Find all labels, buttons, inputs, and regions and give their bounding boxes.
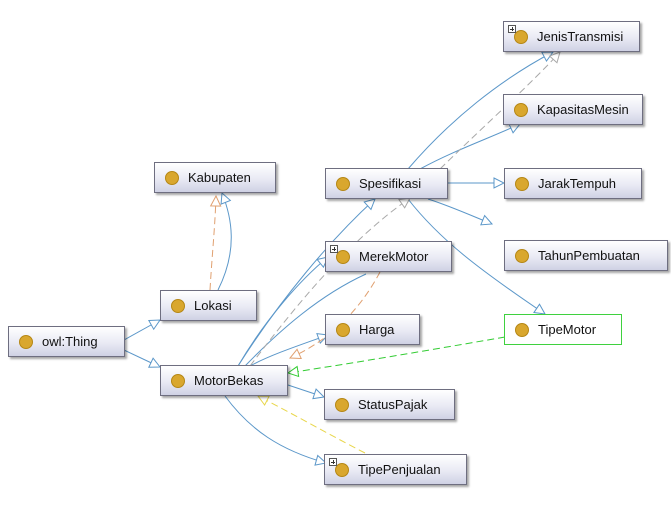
class-dot-icon: [515, 176, 529, 191]
edge-motorbekas-spesifikasi: [237, 199, 375, 367]
class-dot-icon: [335, 462, 349, 477]
class-dot-icon: [515, 322, 529, 337]
node-jaraktempuh[interactable]: JarakTempuh: [504, 168, 642, 199]
class-dot-icon: [336, 249, 350, 264]
edge-spesifikasi-jenistransmisi: [407, 52, 553, 170]
node-statuspajak[interactable]: StatusPajak: [324, 389, 455, 420]
node-kapasitasmesin[interactable]: KapasitasMesin: [503, 94, 643, 125]
edge-motorbekas-merekmotor-2: [244, 273, 367, 367]
class-dot-icon: [171, 373, 185, 388]
node-tahunpembuatan[interactable]: TahunPembuatan: [504, 240, 668, 271]
node-label: Spesifikasi: [359, 176, 422, 191]
expand-plus-icon[interactable]: [508, 25, 516, 33]
node-motorbekas[interactable]: MotorBekas: [160, 365, 288, 396]
node-label: MerekMotor: [359, 249, 429, 264]
node-label: Kabupaten: [188, 170, 251, 185]
node-label: JarakTempuh: [538, 176, 617, 191]
edge-spesifikasi-tipemotor: [407, 198, 545, 314]
edge-thing-motorbekas: [123, 349, 160, 367]
edge-merekmotor-harga-property: [290, 271, 381, 358]
node-owl-thing[interactable]: owl:Thing: [8, 326, 125, 357]
edge-spesifikasi-kapasitasmesin: [419, 124, 520, 170]
node-tipemotor[interactable]: TipeMotor: [504, 314, 622, 345]
node-label: JenisTransmisi: [537, 29, 624, 44]
node-spesifikasi[interactable]: Spesifikasi: [325, 168, 448, 199]
edge-motorbekas-tipepenjualan: [224, 395, 326, 463]
edge-lokasi-kabupaten-property: [209, 196, 216, 291]
node-jenistransmisi[interactable]: JenisTransmisi: [503, 21, 640, 52]
edge-spesifikasi-tahunpembuatan: [427, 198, 492, 224]
edge-motorbekas-statuspajak: [287, 384, 324, 397]
class-dot-icon: [515, 248, 529, 263]
expand-plus-icon[interactable]: [330, 245, 338, 253]
edge-motorbekas-harga: [249, 335, 328, 367]
node-label: owl:Thing: [42, 334, 98, 349]
class-dot-icon: [336, 322, 350, 337]
edge-tipepenjualan-motorbekas-property: [258, 396, 366, 454]
edge-thing-lokasi: [123, 320, 160, 341]
node-label: KapasitasMesin: [537, 102, 629, 117]
class-dot-icon: [336, 176, 350, 191]
edge-lokasi-kabupaten: [217, 193, 232, 291]
node-label: MotorBekas: [194, 373, 264, 388]
node-lokasi[interactable]: Lokasi: [160, 290, 257, 321]
class-dot-icon: [514, 29, 528, 44]
class-dot-icon: [19, 334, 33, 349]
expand-plus-icon[interactable]: [329, 458, 337, 466]
class-dot-icon: [171, 298, 185, 313]
node-merekmotor[interactable]: MerekMotor: [325, 241, 452, 272]
class-dot-icon: [335, 397, 349, 412]
edge-tipemotor-motorbekas-property: [288, 336, 506, 373]
node-harga[interactable]: Harga: [325, 314, 420, 345]
edge-motorbekas-merekmotor: [237, 257, 328, 367]
node-label: Harga: [359, 322, 395, 337]
node-kabupaten[interactable]: Kabupaten: [154, 162, 276, 193]
class-dot-icon: [165, 170, 179, 185]
node-label: TahunPembuatan: [538, 248, 640, 263]
node-label: TipePenjualan: [358, 462, 441, 477]
class-dot-icon: [514, 102, 528, 117]
node-tipepenjualan[interactable]: TipePenjualan: [324, 454, 467, 485]
node-label: Lokasi: [194, 298, 232, 313]
node-label: StatusPajak: [358, 397, 428, 412]
node-label: TipeMotor: [538, 322, 597, 337]
